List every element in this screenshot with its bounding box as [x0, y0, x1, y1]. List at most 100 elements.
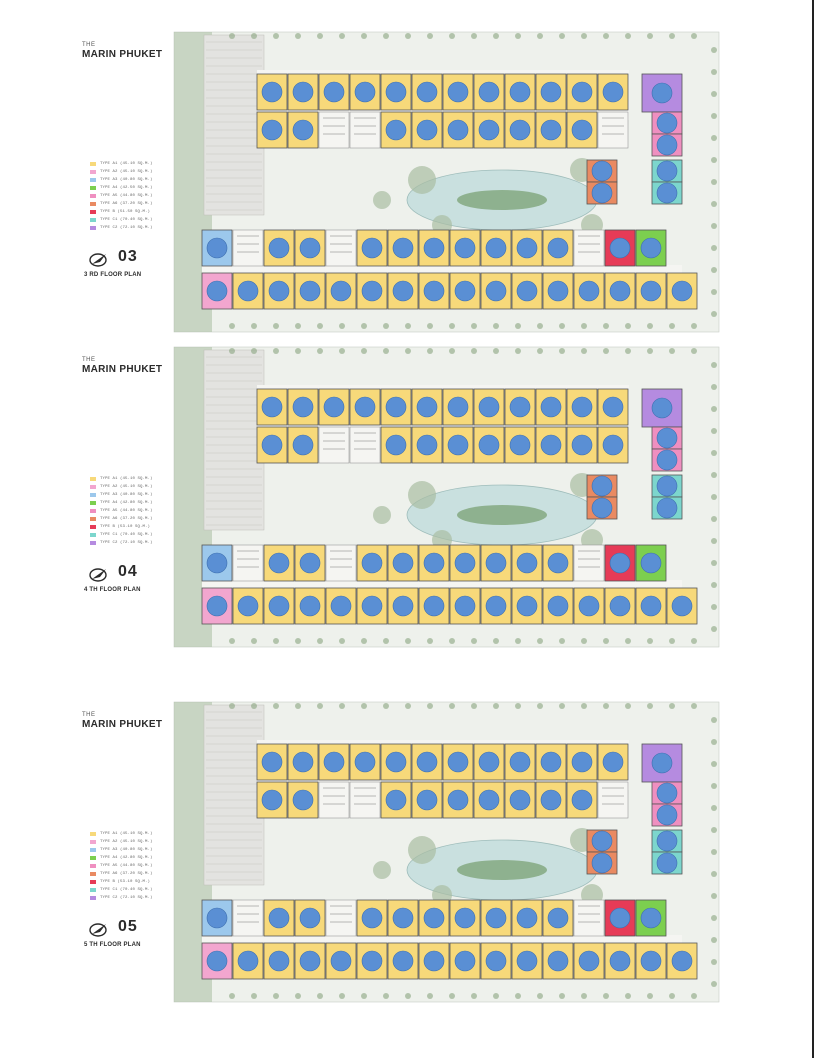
- legend-swatch: [90, 879, 96, 884]
- boundary-tree: [559, 703, 565, 709]
- right-edge-rule: [812, 0, 814, 1058]
- unit-marker: [268, 552, 290, 574]
- unit-marker: [578, 950, 600, 972]
- boundary-tree: [625, 348, 631, 354]
- legend-item: TYPE A1 (45.10 SQ.M.): [90, 160, 200, 167]
- garden-patch: [373, 861, 391, 879]
- core-stair: [318, 426, 350, 464]
- unit-marker: [292, 789, 314, 811]
- unit-marker: [578, 280, 600, 302]
- site-plan-drawing: [173, 701, 720, 1003]
- core-stair: [597, 781, 629, 819]
- unit-marker: [591, 182, 613, 204]
- legend-swatch: [90, 161, 96, 166]
- boundary-tree: [711, 201, 717, 207]
- boundary-tree: [711, 91, 717, 97]
- boundary-tree: [559, 33, 565, 39]
- boundary-tree: [711, 604, 717, 610]
- legend-item: TYPE A3 (40.80 SQ.M.): [90, 491, 200, 498]
- core-stair: [573, 899, 605, 937]
- unit-marker: [571, 789, 593, 811]
- boundary-tree: [711, 223, 717, 229]
- boundary-tree: [625, 703, 631, 709]
- boundary-tree: [427, 348, 433, 354]
- unit-marker: [478, 119, 500, 141]
- boundary-tree: [405, 323, 411, 329]
- boundary-tree: [361, 33, 367, 39]
- unit-marker: [261, 434, 283, 456]
- unit-marker: [385, 119, 407, 141]
- boundary-tree: [449, 638, 455, 644]
- pool-island: [457, 505, 547, 525]
- unit-marker: [640, 950, 662, 972]
- unit-marker: [602, 434, 624, 456]
- unit-marker: [547, 552, 569, 574]
- boundary-tree: [691, 638, 697, 644]
- unit-marker: [206, 950, 228, 972]
- boundary-tree: [669, 638, 675, 644]
- legend-label: TYPE C2 (72.10 SQ.M.): [100, 225, 153, 230]
- unit-marker: [656, 112, 678, 134]
- brand-name: MARIN PHUKET: [82, 49, 163, 60]
- unit-marker: [323, 396, 345, 418]
- boundary-tree: [295, 323, 301, 329]
- boundary-tree: [711, 179, 717, 185]
- boundary-tree: [581, 323, 587, 329]
- legend-item: TYPE C1 (70.40 SQ.M.): [90, 886, 200, 893]
- boundary-tree: [669, 323, 675, 329]
- unit-marker: [591, 497, 613, 519]
- boundary-tree: [427, 993, 433, 999]
- unit-marker: [656, 497, 678, 519]
- boundary-tree: [711, 245, 717, 251]
- boundary-tree: [273, 703, 279, 709]
- core-stair: [232, 899, 264, 937]
- boundary-tree: [559, 638, 565, 644]
- legend-label: TYPE C1 (70.40 SQ.M.): [100, 532, 153, 537]
- unit-marker: [547, 237, 569, 259]
- unit-marker: [602, 81, 624, 103]
- boundary-tree: [273, 993, 279, 999]
- unit-marker: [416, 81, 438, 103]
- brand-prefix: THE: [82, 42, 96, 48]
- unit-marker: [361, 595, 383, 617]
- unit-marker: [423, 237, 445, 259]
- unit-marker: [299, 237, 321, 259]
- boundary-tree: [537, 33, 543, 39]
- legend-swatch: [90, 508, 96, 513]
- boundary-tree: [273, 323, 279, 329]
- unit-marker: [268, 907, 290, 929]
- boundary-tree: [711, 311, 717, 317]
- boundary-tree: [581, 348, 587, 354]
- unit-marker: [361, 907, 383, 929]
- legend-item: TYPE C2 (72.10 SQ.M.): [90, 539, 200, 546]
- boundary-tree: [537, 323, 543, 329]
- unit-marker: [299, 907, 321, 929]
- legend-swatch: [90, 524, 96, 529]
- boundary-tree: [295, 348, 301, 354]
- unit-marker: [206, 552, 228, 574]
- boundary-tree: [647, 348, 653, 354]
- unit-marker: [509, 119, 531, 141]
- unit-marker: [656, 449, 678, 471]
- boundary-tree: [711, 472, 717, 478]
- boundary-tree: [647, 703, 653, 709]
- unit-marker: [591, 852, 613, 874]
- corridor-bottom: [202, 265, 682, 273]
- legend-item: TYPE A5 (44.80 SQ.M.): [90, 507, 200, 514]
- unit-marker: [478, 434, 500, 456]
- unit-marker: [454, 595, 476, 617]
- boundary-tree: [295, 33, 301, 39]
- boundary-tree: [559, 348, 565, 354]
- legend-label: TYPE A2 (45.10 SQ.M.): [100, 484, 153, 489]
- boundary-tree: [251, 703, 257, 709]
- core-stair: [573, 229, 605, 267]
- legend-item: TYPE A3 (40.80 SQ.M.): [90, 846, 200, 853]
- boundary-tree: [559, 323, 565, 329]
- boundary-tree: [229, 323, 235, 329]
- unit-marker: [485, 237, 507, 259]
- boundary-tree: [427, 638, 433, 644]
- unit-marker: [547, 595, 569, 617]
- unit-marker: [423, 907, 445, 929]
- boundary-tree: [251, 993, 257, 999]
